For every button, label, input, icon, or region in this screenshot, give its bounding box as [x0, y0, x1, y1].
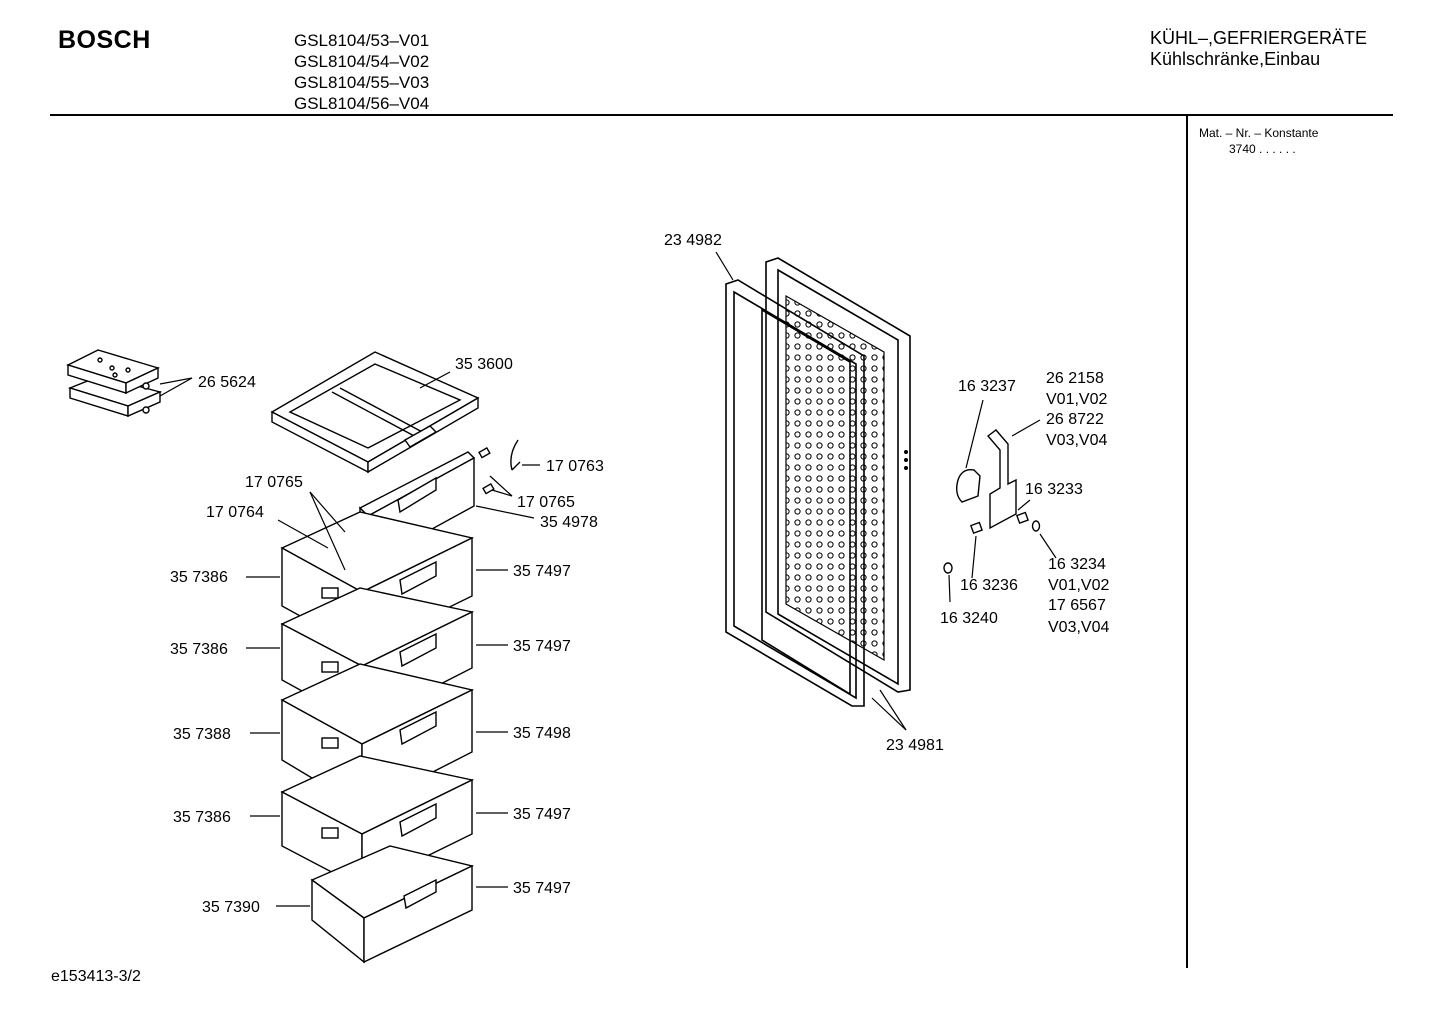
category-line: KÜHL–,GEFRIERGERÄTE: [1150, 28, 1368, 48]
header-divider: [50, 114, 1393, 116]
model-list: GSL8104/53–V01 GSL8104/54–V02 GSL8104/55…: [294, 30, 429, 114]
part-label: 17 0765: [517, 494, 575, 511]
leader-lines: [159, 251, 1057, 907]
part-label: 35 7386: [170, 641, 228, 658]
part-label: 17 0763: [546, 458, 604, 475]
model-number: GSL8104/56–V04: [294, 94, 430, 113]
mat-nr-label: Mat. – Nr. – Konstante: [1199, 126, 1319, 140]
part-label: 16 3240: [940, 610, 998, 627]
part-label: 16 3234: [1048, 556, 1106, 573]
sidebar-divider: [1186, 116, 1188, 968]
part-label: 16 3237: [958, 378, 1016, 395]
model-number: GSL8104/55–V03: [294, 73, 430, 92]
part-label: 17 0764: [206, 504, 264, 521]
part-label: 26 8722: [1046, 411, 1104, 428]
part-label: 35 4978: [540, 514, 598, 531]
part-label: V03,V04: [1046, 432, 1107, 449]
part-label: 35 3600: [455, 356, 513, 373]
model-number: GSL8104/53–V01: [294, 31, 430, 50]
part-label: 35 7498: [513, 725, 571, 742]
door-panel-part: [765, 257, 911, 693]
part-label: 35 7497: [513, 563, 571, 580]
part-label: 35 7386: [173, 809, 231, 826]
part-label: 35 7388: [173, 726, 231, 743]
door-gasket-part: [725, 279, 865, 707]
hinge-bracket-part: [943, 429, 1041, 574]
mat-nr-value: 3740 . . . . . .: [1229, 142, 1296, 156]
part-label: 35 7390: [202, 899, 260, 916]
part-labels: 26 5624 35 3600 17 0763 17 0765 17 0765 …: [170, 232, 1109, 916]
shelf-tray-part: [270, 351, 480, 474]
part-label: 35 7386: [170, 569, 228, 586]
part-label: 17 0765: [245, 474, 303, 491]
document-id: e153413-3/2: [51, 968, 141, 985]
part-label: 16 3236: [960, 577, 1018, 594]
part-label: 16 3233: [1025, 481, 1083, 498]
part-label: 17 6567: [1048, 597, 1106, 614]
mat-nr-box: Mat. – Nr. – Konstante 3740 . . . . . .: [1199, 125, 1318, 157]
brand-logo: BOSCH: [58, 26, 151, 54]
part-label: 23 4981: [886, 737, 944, 754]
ice-pack-parts: [66, 349, 163, 418]
category-line: Kühlschränke,Einbau: [1150, 49, 1321, 69]
part-label: 26 5624: [198, 374, 256, 391]
drawer-part: [310, 845, 475, 964]
part-label: 35 7497: [513, 638, 571, 655]
part-label: V03,V04: [1048, 619, 1109, 636]
part-label: 35 7497: [513, 806, 571, 823]
part-label: V01,V02: [1048, 577, 1109, 594]
part-label: 26 2158: [1046, 370, 1104, 387]
part-label: 23 4982: [664, 232, 722, 249]
category-title: KÜHL–,GEFRIERGERÄTE Kühlschränke,Einbau: [1150, 28, 1367, 70]
part-label: V01,V02: [1046, 391, 1107, 408]
part-label: 35 7497: [513, 880, 571, 897]
model-number: GSL8104/54–V02: [294, 52, 430, 71]
